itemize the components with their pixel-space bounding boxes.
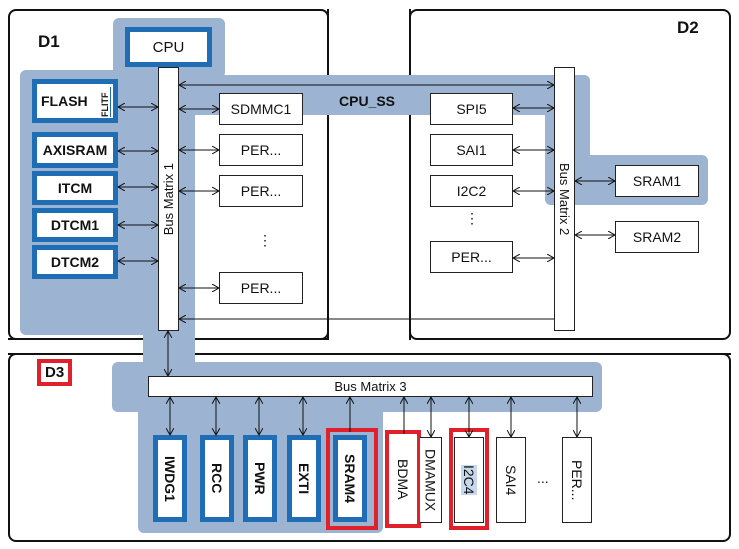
d3-ellipsis: ... <box>537 470 549 486</box>
d3-border-top <box>8 353 143 355</box>
cpu-ss-label: CPU_SS <box>339 93 396 109</box>
dtcm1-block[interactable]: DTCM1 <box>32 208 118 242</box>
i2c4-block[interactable]: I2C4 <box>454 437 484 523</box>
sai1-block[interactable]: SAI1 <box>430 134 513 166</box>
sram4-highlight <box>326 428 378 530</box>
sram4-block[interactable]: SRAM4 <box>333 435 367 522</box>
exti-block[interactable]: EXTI <box>287 435 321 522</box>
sai4-block[interactable]: SAI4 <box>496 437 526 523</box>
pwr-block[interactable]: PWR <box>243 435 277 522</box>
bus-matrix-3-label: Bus Matrix 3 <box>334 379 407 394</box>
bdma-highlight <box>385 430 421 528</box>
d3-border-top-right <box>195 353 731 355</box>
i2c4-label: I2C4 <box>461 465 477 495</box>
d2-left-border <box>409 9 411 75</box>
dmamux-block[interactable]: DMAMUX <box>420 437 442 523</box>
d1-per-block-2[interactable]: PER... <box>219 175 303 207</box>
bdma-block[interactable]: BDMA <box>389 434 417 524</box>
bus-matrix-1-label: Bus Matrix 1 <box>161 162 176 236</box>
dtcm2-block[interactable]: DTCM2 <box>32 245 118 279</box>
d1-border-bottom <box>8 338 143 340</box>
cpu-block[interactable]: CPU <box>125 27 212 67</box>
flash-label: FLASH <box>41 93 88 109</box>
iwdg1-block[interactable]: IWDG1 <box>153 435 187 522</box>
sdmmc1-block[interactable]: SDMMC1 <box>219 93 303 125</box>
d3-per-block[interactable]: PER... <box>562 437 592 523</box>
flash-block[interactable]: FLASH FLITF <box>32 79 118 123</box>
bus-matrix-2-label: Bus Matrix 2 <box>557 162 572 236</box>
d2-ellipsis: ⋮ <box>465 210 479 226</box>
d2-left-border-low <box>409 115 411 340</box>
bus-matrix-2[interactable]: Bus Matrix 2 <box>554 67 575 331</box>
bus-matrix-3[interactable]: Bus Matrix 3 <box>148 376 593 397</box>
itcm-block[interactable]: ITCM <box>32 171 118 205</box>
rcc-block[interactable]: RCC <box>200 435 234 522</box>
d1-border-bottom-right <box>195 338 329 340</box>
spi5-block[interactable]: SPI5 <box>430 93 513 125</box>
i2c2-block[interactable]: I2C2 <box>430 175 513 207</box>
d2-per-block[interactable]: PER... <box>430 241 513 273</box>
d1-right-border-low <box>327 115 329 340</box>
domain-d1-label: D1 <box>38 32 60 51</box>
sram2-block[interactable]: SRAM2 <box>615 221 699 253</box>
domain-d2-label: D2 <box>677 18 699 37</box>
d1-per-block-1[interactable]: PER... <box>219 134 303 166</box>
axisram-block[interactable]: AXISRAM <box>32 132 118 168</box>
sram1-block[interactable]: SRAM1 <box>615 165 699 197</box>
domain-d3-label: D3 <box>37 359 73 386</box>
flitf-label: FLITF <box>99 87 111 117</box>
bus-matrix-1[interactable]: Bus Matrix 1 <box>158 67 179 331</box>
d1-per-block-3[interactable]: PER... <box>219 272 303 304</box>
d1-right-border <box>327 9 329 75</box>
d1-ellipsis: ⋮ <box>258 232 272 248</box>
